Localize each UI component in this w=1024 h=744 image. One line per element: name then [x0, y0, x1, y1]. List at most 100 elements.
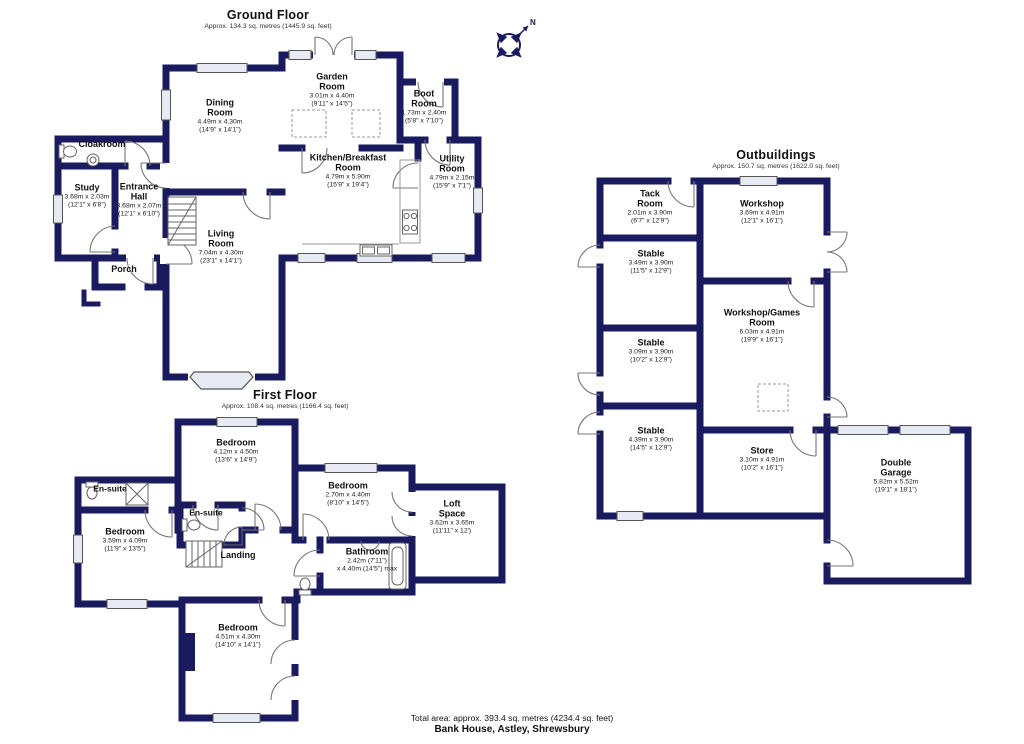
shower-icon	[125, 482, 149, 506]
window	[212, 713, 261, 723]
door-arc	[826, 539, 854, 567]
door-arc	[301, 147, 328, 174]
bathtub-icon	[391, 546, 404, 586]
window	[739, 176, 778, 186]
ground-doors	[89, 36, 451, 285]
door-arc	[392, 162, 419, 189]
door-arc	[417, 81, 444, 108]
window	[473, 187, 483, 214]
stove-icon	[403, 212, 410, 220]
plan-subtitle-text: Approx. 108.4 sq. metres (1166.4 sq. fee…	[221, 403, 349, 410]
door-arc	[89, 225, 116, 253]
door-arc	[144, 509, 173, 538]
compass-north-label: N	[530, 18, 536, 27]
ground-fixtures	[58, 144, 421, 257]
toilet-icon	[86, 486, 98, 500]
window	[431, 253, 466, 263]
sink-icon	[359, 244, 393, 257]
plan-title-text: Ground Floor	[226, 8, 310, 22]
outbuildings-walls	[596, 177, 972, 585]
plan-subtitle-text: Approx. 150.7 sq. metres (1622.0 sq. fee…	[712, 163, 840, 170]
door-arc	[140, 162, 167, 189]
games-room-dashed-marker	[757, 383, 789, 412]
ground-floor-title: Ground Floor Approx. 134.3 sq. metres (1…	[204, 8, 331, 30]
door-arc	[270, 675, 296, 701]
toilet-icon	[298, 589, 312, 596]
ground-floor-walls	[54, 51, 482, 381]
outbuildings-doors	[577, 180, 854, 567]
door-arc	[789, 429, 817, 457]
sink-icon	[89, 156, 97, 164]
door-arc	[270, 639, 296, 665]
window	[354, 50, 377, 60]
stove-icon	[410, 224, 418, 232]
garden-room-dashed-markers	[291, 109, 381, 138]
door-arc	[126, 257, 154, 285]
first-doors	[144, 491, 413, 701]
stove-icon	[410, 212, 418, 220]
toilet-icon	[187, 519, 201, 531]
door-arc	[314, 36, 334, 56]
first-floor-walls	[74, 418, 506, 722]
door-arc	[293, 549, 321, 577]
plan-subtitle-text: Approx. 134.3 sq. metres (1445.9 sq. fee…	[204, 23, 332, 30]
window	[616, 511, 644, 521]
window	[106, 599, 148, 609]
door-arc	[826, 396, 848, 418]
first-floor-title: First Floor Approx. 108.4 sq. metres (11…	[222, 388, 349, 410]
door-arc	[826, 251, 848, 273]
footer: Total area: approx. 393.4 sq. metres (42…	[411, 713, 614, 735]
stove-icon	[403, 224, 410, 232]
door-arc	[577, 244, 601, 268]
door-arc	[424, 139, 451, 166]
outbuildings-plan	[577, 176, 972, 585]
window	[288, 50, 312, 60]
first-door-gaps	[289, 492, 419, 700]
property-address: Bank House, Astley, Shrewsbury	[434, 724, 590, 735]
window	[73, 534, 83, 564]
door-arc	[577, 372, 601, 396]
compass-icon: N	[496, 18, 536, 58]
sink-icon	[360, 540, 380, 551]
ground-floor-plan	[53, 36, 483, 390]
door-arc	[241, 507, 265, 531]
door-arc	[254, 503, 282, 531]
bay-window	[189, 371, 254, 390]
ground-windows	[53, 50, 483, 263]
door-arc	[242, 191, 271, 220]
toilet-icon	[181, 518, 188, 532]
ground-stairs	[167, 196, 197, 246]
door-arc	[302, 513, 330, 541]
door-arc	[124, 140, 151, 167]
outbuildings-title: Outbuildings Approx. 150.7 sq. metres (1…	[712, 148, 839, 170]
door-arc	[192, 504, 219, 531]
total-area-text: Total area: approx. 393.4 sq. metres (42…	[410, 713, 614, 723]
window	[196, 63, 248, 73]
door-arc	[333, 36, 353, 56]
window	[53, 194, 63, 224]
window	[161, 89, 171, 121]
first-fixtures	[85, 481, 407, 596]
sink-icon	[377, 246, 390, 255]
plan-title-text: First Floor	[252, 388, 318, 402]
window	[324, 463, 378, 473]
first-stairs	[185, 540, 223, 568]
door-arc	[667, 180, 695, 208]
corner-shower-icon	[223, 526, 243, 546]
door-arc	[577, 411, 601, 435]
door-arc	[391, 491, 413, 513]
window	[899, 425, 951, 435]
door-arc	[258, 599, 286, 627]
sink-icon	[362, 246, 375, 255]
window	[297, 253, 326, 263]
toilet-icon	[85, 481, 99, 488]
chimney-breast	[182, 633, 195, 671]
window	[837, 425, 889, 435]
first-floor-plan	[73, 417, 506, 723]
first-windows	[73, 417, 378, 723]
toilet-icon	[63, 145, 77, 158]
plan-title-text: Outbuildings	[736, 148, 816, 162]
kitchen-counter	[399, 159, 421, 244]
